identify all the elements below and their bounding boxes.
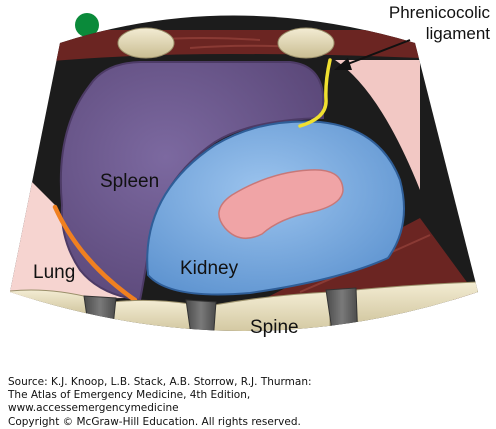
- source-line: www.accessemergencymedicine: [8, 402, 179, 415]
- arrow-head: [334, 58, 352, 70]
- rib-right: [277, 27, 335, 59]
- vertebra-right: [354, 281, 478, 331]
- vertebra-spine: [213, 291, 331, 331]
- phrenicocolic-ligament: [298, 58, 332, 128]
- ultrasound-diagram: Phrenicocolic ligament Spleen Kidney Lun…: [10, 3, 491, 338]
- label-lung: Lung: [33, 262, 75, 283]
- label-ligament-1: Phrenicocolic: [389, 3, 491, 22]
- diaphragm-line: [52, 204, 138, 303]
- label-ligament-2: ligament: [426, 24, 491, 43]
- vertebra-middle: [111, 299, 191, 331]
- arrow-icon: [339, 39, 411, 68]
- label-spleen: Spleen: [100, 171, 159, 192]
- source-line: Source: K.J. Knoop, L.B. Stack, A.B. Sto…: [8, 376, 312, 388]
- vertebra-left: [10, 289, 93, 321]
- renal-pelvis: [218, 169, 344, 240]
- spleen-organ: [59, 61, 324, 302]
- disc-1: [83, 295, 117, 331]
- rib-left: [117, 27, 175, 59]
- copyright-line: Copyright © McGraw-Hill Education. All r…: [8, 415, 301, 428]
- label-kidney: Kidney: [180, 258, 239, 279]
- source-line: The Atlas of Emergency Medicine, 4th Edi…: [8, 389, 251, 402]
- disc-2: [185, 299, 217, 331]
- lung-upper-region: [335, 60, 420, 190]
- green-dot-icon: [75, 13, 99, 37]
- label-spine: Spine: [250, 317, 299, 338]
- disc-3: [325, 287, 359, 331]
- source-citation: Source: K.J. Knoop, L.B. Stack, A.B. Sto…: [8, 376, 488, 429]
